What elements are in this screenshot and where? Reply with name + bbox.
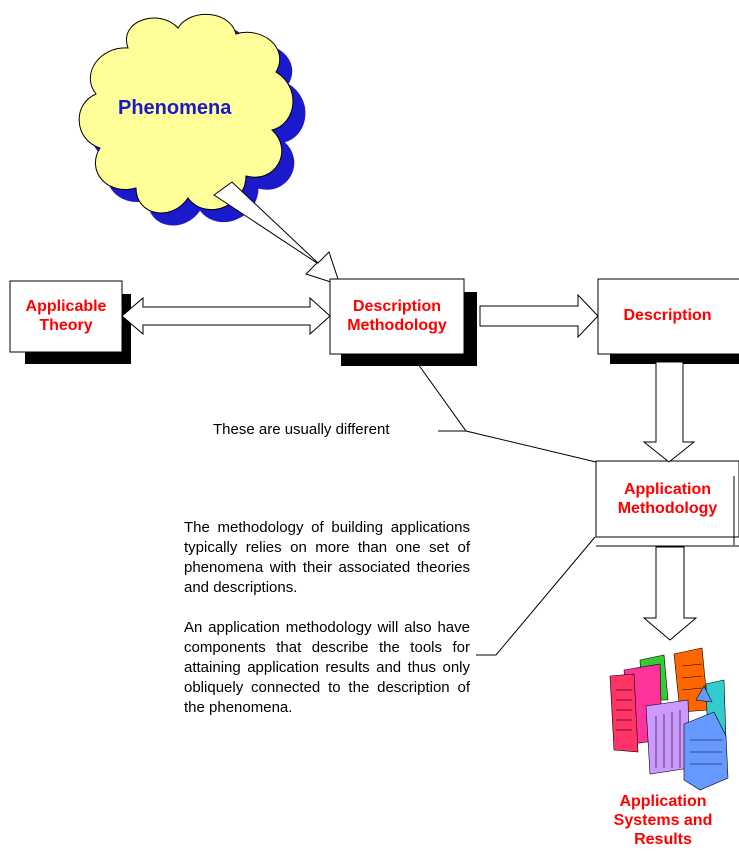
buildings-icon: [609, 647, 729, 791]
arrow-theory-methodology: [121, 296, 331, 336]
notes-block: The methodology of building applications…: [184, 518, 470, 718]
application-methodology-box: [595, 460, 739, 538]
applicable-theory-label: Applicable Theory: [10, 297, 122, 335]
application-methodology-text: Application Methodology: [617, 481, 718, 517]
notes-paragraph-1: The methodology of building applications…: [184, 519, 470, 596]
notes-paragraph-2: An application methodology will also hav…: [184, 619, 470, 716]
connector-usually-different: [417, 363, 597, 463]
description-label: Description: [598, 306, 737, 325]
arrow-phenomena-to-methodology: [213, 181, 341, 286]
connector-notes: [476, 536, 596, 656]
building-blue: [683, 711, 729, 791]
description-methodology-box: [329, 278, 465, 355]
usually-different-label: These are usually different: [213, 421, 390, 438]
building-spire: [695, 685, 713, 703]
phenomena-cloud: [78, 14, 306, 226]
phenomena-label: Phenomena: [118, 97, 232, 119]
building-red: [609, 673, 639, 753]
arrow-description-to-application: [642, 361, 696, 463]
building-window-stripes: [616, 663, 722, 768]
description-methodology-label: Description Methodology: [330, 297, 464, 335]
application-systems-text: Application Systems and Results: [613, 793, 713, 848]
arrow-methodology-to-description: [479, 293, 599, 339]
arrow-application-to-systems: [642, 546, 698, 641]
description-methodology-text: Description Methodology: [347, 298, 447, 334]
application-methodology-label: Application Methodology: [596, 480, 739, 518]
phenomena-cloud-body: [78, 14, 294, 214]
application-systems-label: Application Systems and Results: [600, 792, 726, 849]
building-purple: [645, 699, 691, 775]
applicable-theory-box: [9, 280, 123, 353]
description-text: Description: [623, 307, 712, 324]
applicable-theory-text: Applicable Theory: [25, 298, 107, 334]
description-box: [597, 278, 739, 355]
